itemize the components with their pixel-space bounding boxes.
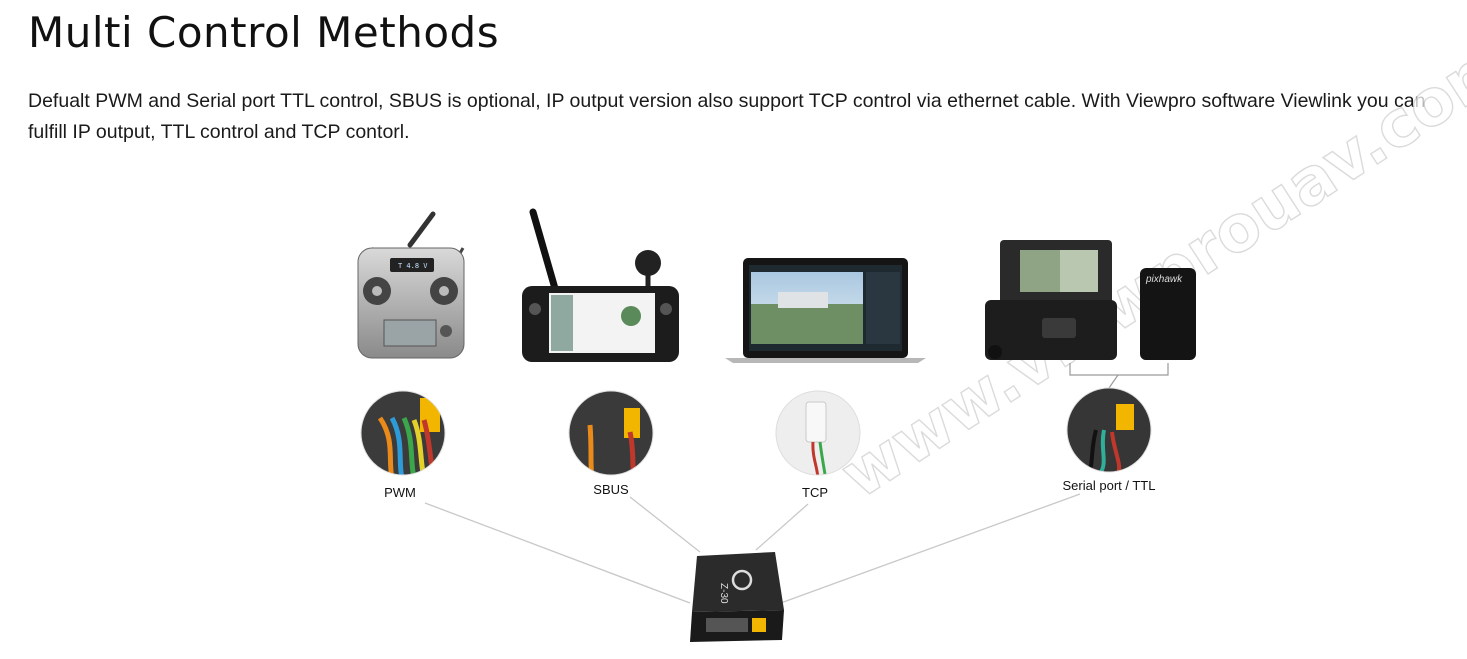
rc-screen-text: T 4.8 V xyxy=(398,262,428,270)
sbus-connector-closeup xyxy=(569,391,653,475)
sbus-label: SBUS xyxy=(593,482,629,497)
ground-station-case-image: pixhawk xyxy=(985,240,1196,389)
tcp-label: TCP xyxy=(802,485,828,500)
flight-controller-label: pixhawk xyxy=(1145,274,1183,285)
serial-ttl-label: Serial port / TTL xyxy=(1063,478,1156,493)
page-title: Multi Control Methods xyxy=(28,8,500,57)
control-board-image: Z-30 xyxy=(690,552,784,642)
connection-lines xyxy=(424,493,1081,605)
pwm-label: PWM xyxy=(384,485,416,500)
laptop-image xyxy=(725,258,926,363)
handheld-controller-image xyxy=(522,208,679,362)
description-text: Defualt PWM and Serial port TTL control,… xyxy=(28,90,1426,143)
serial-connector-closeup xyxy=(1067,388,1151,472)
rc-transmitter-image: T 4.8 V xyxy=(357,211,465,359)
ethernet-connector-closeup xyxy=(776,391,860,475)
board-model-label: Z-30 xyxy=(718,583,729,604)
